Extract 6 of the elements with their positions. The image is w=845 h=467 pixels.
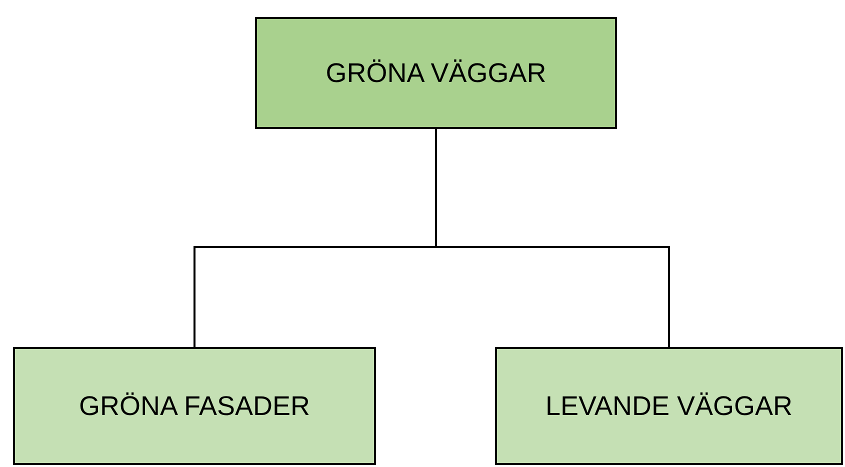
process-box [13, 347, 376, 465]
box-label: LEVANDE VÄGGAR [545, 390, 793, 422]
process-box [495, 347, 843, 465]
process-box [255, 17, 617, 129]
box-label: GRÖNA FASADER [78, 390, 310, 422]
box-label: GRÖNA VÄGGAR [326, 58, 546, 88]
